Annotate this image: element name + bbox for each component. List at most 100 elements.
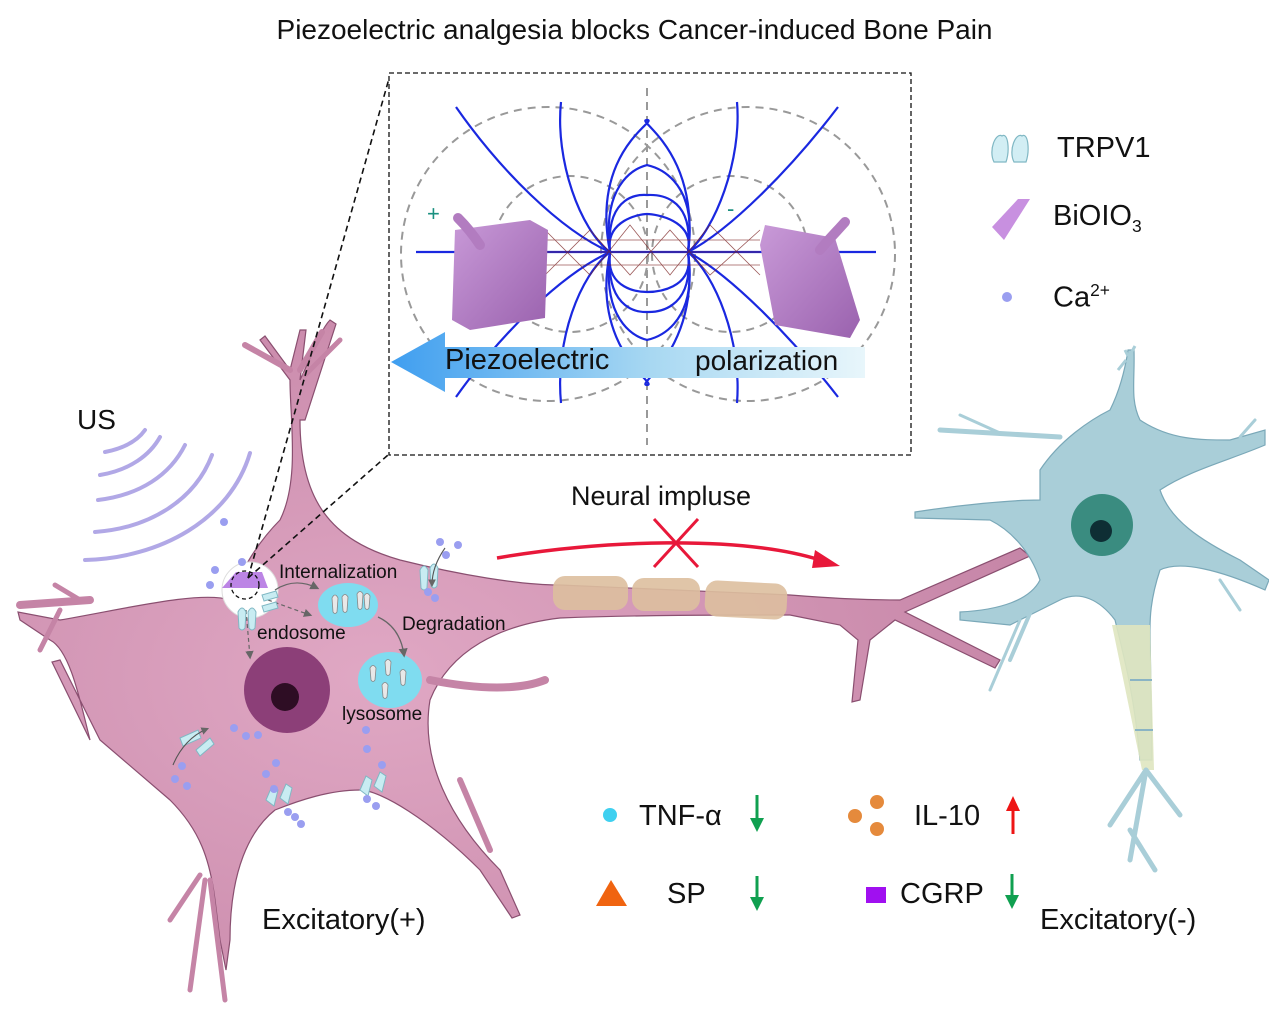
calcium-ion <box>206 581 214 589</box>
tnf-down-arrowhead <box>750 818 764 832</box>
negative-pole-sign: - <box>727 196 735 221</box>
figure-title: Piezoelectric analgesia blocks Cancer-in… <box>276 14 993 45</box>
ultrasound-label: US <box>77 404 116 435</box>
calcium-ions <box>171 538 462 828</box>
internalization-site <box>206 518 279 619</box>
excitatory-minus-label: Excitatory(-) <box>1040 904 1197 936</box>
internalization-arrow <box>274 581 320 591</box>
positive-pole-sign: + <box>427 201 440 226</box>
calcium-ion <box>238 558 246 566</box>
biolo3-crystal-icon <box>992 199 1030 240</box>
us-wave-3 <box>96 443 187 502</box>
dashed-transport-arrow <box>245 609 254 660</box>
dendrite-branch <box>207 877 228 1003</box>
biolo3-text: BiOIO <box>1053 200 1132 232</box>
excitatory-neuron <box>16 319 1032 1003</box>
node-of-ranvier <box>1130 679 1153 731</box>
lysosome-label: lysosome <box>342 704 423 725</box>
marker-label-tnf-alpha: TNF-α <box>639 800 722 832</box>
piezo-inset <box>388 72 912 456</box>
sp-triangle-icon <box>596 880 627 906</box>
myelin-sheath <box>704 580 788 620</box>
il10-dot-icon <box>848 809 862 823</box>
dendrite-branch <box>302 337 343 378</box>
zoom-connector-line <box>247 74 391 579</box>
inhibited-neuron <box>914 345 1269 873</box>
trpv1-channel-icon <box>261 590 279 613</box>
marker-icons <box>596 795 1020 911</box>
dendrite-branch <box>37 607 63 653</box>
dendrite-branch <box>958 413 1002 435</box>
polarization-label-right: polarization <box>695 345 839 376</box>
myelin-sheath <box>553 576 628 610</box>
axon-terminal <box>1107 767 1183 873</box>
dendrite-branch <box>52 582 83 603</box>
dendrite-branch <box>988 618 1022 692</box>
trpv1-channel-icon <box>237 607 257 631</box>
excitatory-plus-label: Excitatory(+) <box>262 904 426 936</box>
ultrasound-waves <box>83 428 252 562</box>
tnf-alpha-dot-icon <box>603 808 617 822</box>
calcium-influx-arrow <box>428 547 446 588</box>
biolo3-crystal-left <box>452 213 548 330</box>
impulse-path <box>496 541 821 562</box>
legend-icons <box>991 134 1030 302</box>
inhibited-neuron-soma <box>914 349 1269 761</box>
myelin-sheath <box>632 578 700 611</box>
marker-label-cgrp: CGRP <box>900 878 984 910</box>
calcium-dot-icon <box>1002 292 1012 302</box>
marker-label-il10: IL-10 <box>914 800 981 832</box>
neural-impulse-label: Neural impluse <box>571 481 752 511</box>
trpv1-channel-icon <box>359 771 387 797</box>
calcium-superscript: 2+ <box>1090 280 1110 300</box>
cgrp-down-arrowhead <box>1005 895 1019 909</box>
dendrite-branch <box>426 676 549 692</box>
degradation-label: Degradation <box>402 614 506 635</box>
trpv1-in-endosome <box>331 591 371 614</box>
dendrite-branch <box>1008 588 1042 662</box>
polarization-label-left: Piezoelectric <box>445 344 610 376</box>
calcium-influx-arrow <box>172 727 210 766</box>
zoom-connector-line <box>247 454 389 579</box>
legend-label-biolo3: BiOIO3 <box>1053 200 1142 237</box>
us-wave-1 <box>103 428 147 454</box>
zoom-circle <box>230 570 260 600</box>
dendrite-branch <box>167 872 203 923</box>
endosome-label: endosome <box>257 623 346 644</box>
polarization-arrow <box>391 332 865 392</box>
calcium-text: Ca <box>1053 281 1091 314</box>
degradation-arrow <box>377 616 408 658</box>
calcium-ion <box>211 566 219 574</box>
biolo3-subscript: 3 <box>1131 215 1142 236</box>
dendrite-branch <box>1238 418 1257 439</box>
dendrite-branch <box>297 329 325 373</box>
calcium-ion <box>220 518 228 526</box>
dendrite-branch <box>242 342 293 373</box>
inhibited-nucleolus <box>1090 520 1112 542</box>
impulse-arrowhead <box>812 550 840 568</box>
legend-label-trpv1: TRPV1 <box>1057 132 1151 164</box>
myelin-sheath <box>1112 625 1154 770</box>
blocked-x-icon <box>652 517 700 569</box>
il10-dot-icon <box>870 795 884 809</box>
biolo3-crystal-right <box>760 217 860 338</box>
trpv1-channel-icon <box>179 729 215 757</box>
sp-down-arrowhead <box>750 897 764 911</box>
us-wave-2 <box>98 435 162 477</box>
cgrp-square-icon <box>866 887 886 903</box>
il10-up-arrowhead <box>1006 796 1020 811</box>
dendrite-branch <box>1218 578 1242 612</box>
excitatory-nucleolus <box>271 683 299 711</box>
us-wave-5 <box>83 451 252 562</box>
trpv1-channel-icon <box>991 134 1029 163</box>
degraded-trpv1 <box>369 659 407 699</box>
trpv1-channels <box>179 563 439 807</box>
dendrite-branch <box>187 877 208 993</box>
il10-dot-icon <box>870 822 884 836</box>
marker-label-sp: SP <box>667 878 706 910</box>
internalization-label: Internalization <box>279 562 398 583</box>
legend-label-calcium: Ca2+ <box>1053 280 1110 315</box>
crystal-lattice <box>544 224 761 276</box>
us-wave-4 <box>93 453 214 534</box>
